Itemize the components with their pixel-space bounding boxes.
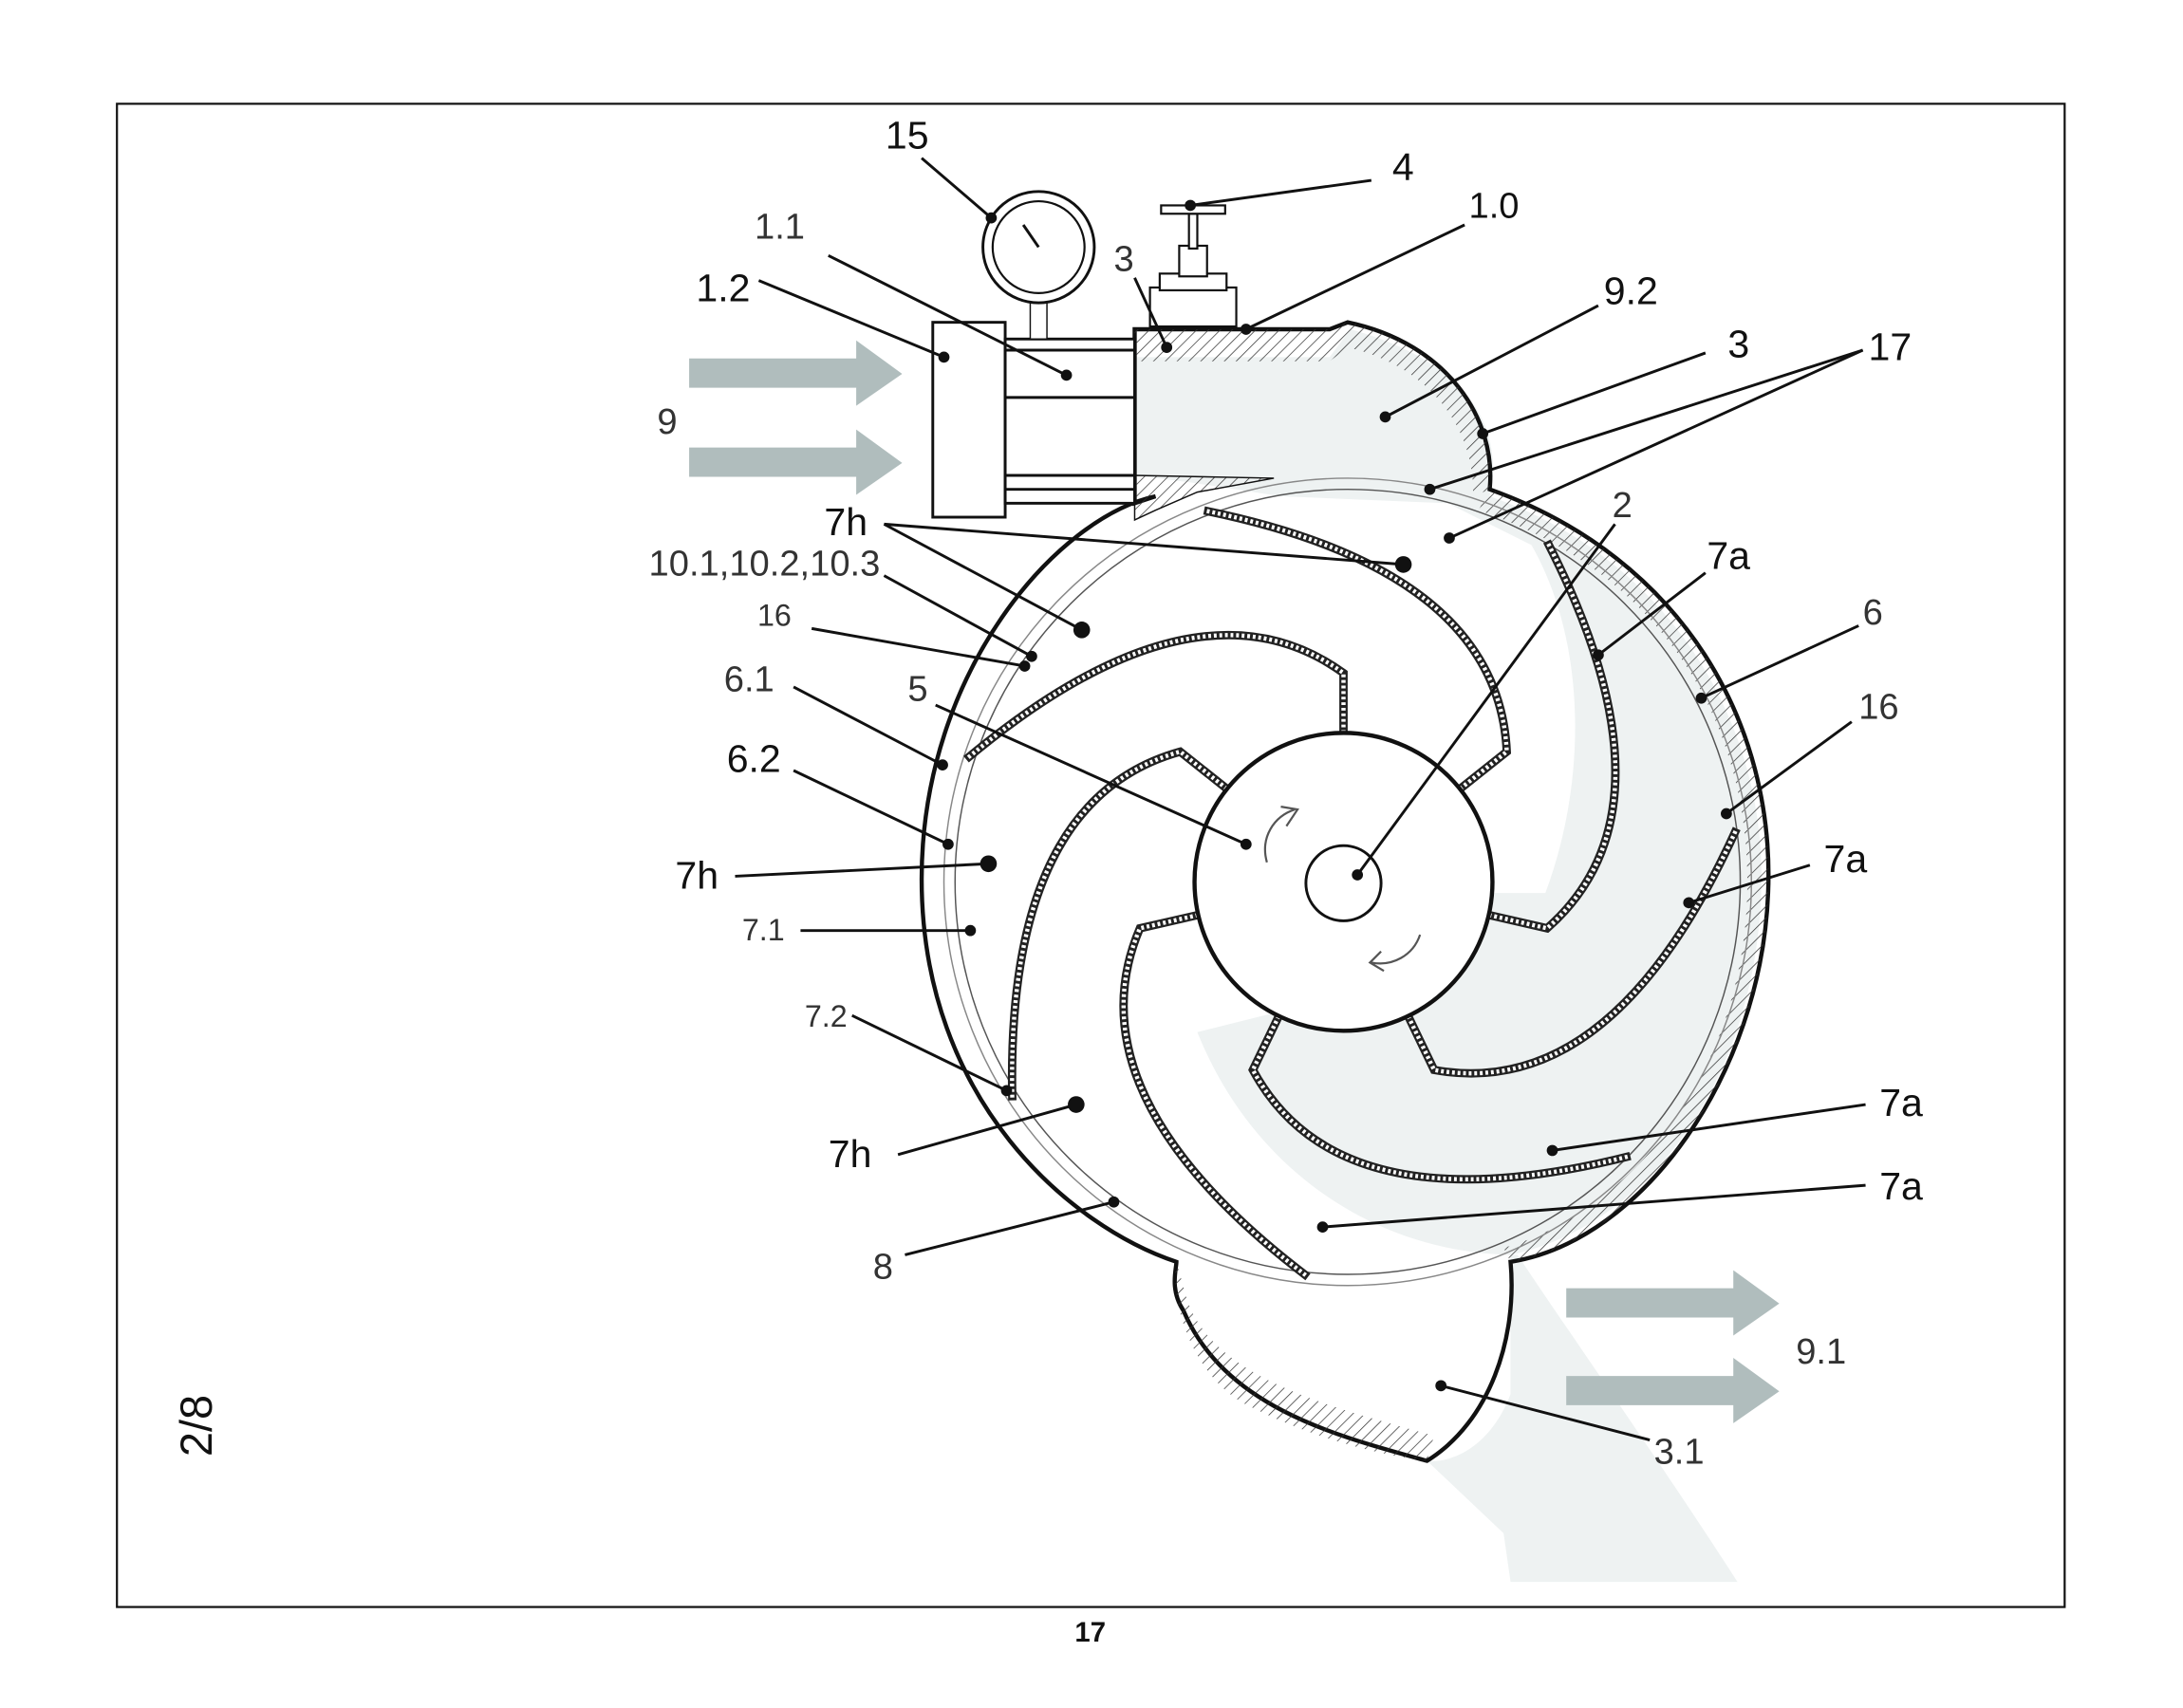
label-6-1: 6.1: [724, 659, 774, 699]
label-3-casing: 3: [1727, 322, 1749, 365]
inlet-flange: [931, 321, 1007, 519]
label-1-2: 1.2: [696, 267, 750, 310]
label-10: 10.1,10.2,10.3: [649, 544, 881, 585]
shaft: [1304, 844, 1383, 922]
label-6-2: 6.2: [727, 736, 781, 780]
inlet-top-hatch: [1134, 322, 1491, 497]
page-number: 17: [1074, 1617, 1106, 1648]
label-7h: 7h: [824, 500, 868, 544]
label-7a: 7a: [1879, 1164, 1923, 1208]
label-15: 15: [886, 113, 929, 157]
vane-hatch: [1121, 913, 1310, 1279]
label-1-1: 1.1: [755, 207, 805, 248]
label-3: 3: [1113, 238, 1133, 279]
label-7h: 7h: [829, 1132, 872, 1176]
gauge-stem: [1029, 300, 1048, 341]
label-2: 2: [1613, 485, 1633, 526]
label-5: 5: [907, 669, 927, 710]
sheet-number: 2/8: [172, 1395, 221, 1457]
vane: [963, 630, 1348, 763]
label-9-1: 9.1: [1796, 1331, 1846, 1372]
label-9: 9: [657, 401, 677, 442]
label-4: 4: [1392, 145, 1414, 189]
vane-hatch: [1010, 749, 1229, 1101]
leader-lines: [735, 157, 1866, 1441]
label-6: 6: [1863, 592, 1883, 633]
label-8: 8: [873, 1246, 893, 1287]
label-3-1: 3.1: [1654, 1431, 1705, 1472]
label-1-0: 1.0: [1469, 186, 1520, 227]
inlet-bottom-hatch: [1133, 474, 1275, 522]
drawing-border: [116, 102, 2066, 1608]
label-7-1: 7.1: [742, 913, 785, 947]
label-7h: 7h: [675, 854, 718, 898]
label-16: 16: [757, 598, 792, 632]
inlet-pipe: [1003, 337, 1136, 505]
vane-hatch: [1406, 827, 1739, 1076]
label-9-2: 9.2: [1604, 269, 1658, 313]
outlet-arrows: [1566, 1270, 1780, 1423]
label-7a: 7a: [1824, 837, 1868, 881]
label-7a: 7a: [1707, 533, 1750, 577]
rotation-arrow-icon: [1368, 934, 1422, 973]
rotation-arrow-icon: [1263, 806, 1299, 863]
vane-hatch: [964, 633, 1346, 761]
inlet-arrows: [689, 340, 903, 495]
vane: [1007, 747, 1230, 1101]
vanes: [963, 506, 1741, 1281]
outlet-hatch: [1175, 1261, 1434, 1461]
label-7a: 7a: [1879, 1081, 1923, 1124]
vane-hatch: [1203, 508, 1509, 791]
vane-hatch: [1488, 540, 1618, 931]
vane-hatch: [1250, 1014, 1632, 1182]
pressure-gauge: [981, 190, 1096, 305]
label-7-2: 7.2: [805, 999, 848, 1033]
rotor-circle: [954, 488, 1742, 1275]
valve-body: [1148, 286, 1238, 328]
label-17: 17: [1868, 325, 1912, 368]
label-16-right: 16: [1858, 687, 1898, 728]
